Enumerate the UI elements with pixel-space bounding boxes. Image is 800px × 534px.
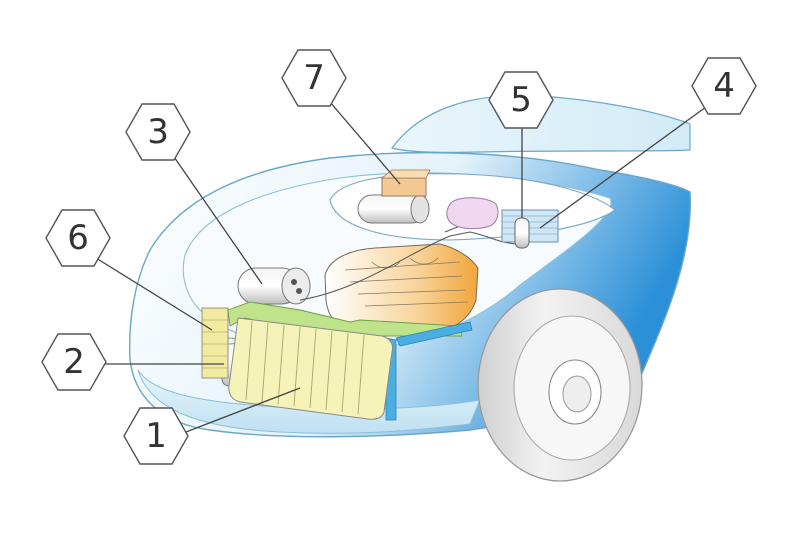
- engine-detail-lines: [344, 257, 469, 307]
- callout-3: 3: [125, 103, 191, 161]
- leader-line-6: [95, 257, 213, 331]
- accumulator: [357, 194, 430, 224]
- hexagon-badge-5: [488, 71, 554, 129]
- callout-5: 5: [488, 71, 554, 129]
- callout-label-7: 7: [303, 58, 325, 98]
- callout-label-6: 6: [67, 218, 89, 258]
- front-wheel: [477, 288, 643, 482]
- tan-block: [380, 169, 431, 197]
- leader-line-3: [171, 153, 263, 285]
- callout-7: 7: [281, 49, 347, 107]
- hexagon-badge-6: [45, 209, 111, 267]
- leader-line-7: [329, 101, 401, 185]
- callout-4: 4: [691, 57, 757, 115]
- condenser: [228, 317, 393, 420]
- callout-2: 2: [41, 333, 107, 391]
- blower-unit: [446, 197, 499, 230]
- callout-label-2: 2: [63, 342, 85, 382]
- evaporator-line: [299, 231, 521, 301]
- hexagon-badge-7: [281, 49, 347, 107]
- compressor: [237, 267, 311, 305]
- leader-line-1: [185, 387, 301, 433]
- hexagon-badge-2: [41, 333, 107, 391]
- windshield: [391, 94, 691, 153]
- callout-1: 1: [123, 407, 189, 465]
- evaporator-core: [501, 209, 559, 243]
- callout-label-4: 4: [713, 66, 735, 106]
- callout-label-5: 5: [510, 80, 532, 120]
- hexagon-badge-1: [123, 407, 189, 465]
- leader-line-4: [539, 103, 711, 229]
- hexagon-badge-4: [691, 57, 757, 115]
- side-condenser: [201, 307, 229, 379]
- callout-label-1: 1: [145, 416, 167, 456]
- callout-6: 6: [45, 209, 111, 267]
- callout-label-3: 3: [147, 112, 169, 152]
- hexagon-badge-3: [125, 103, 191, 161]
